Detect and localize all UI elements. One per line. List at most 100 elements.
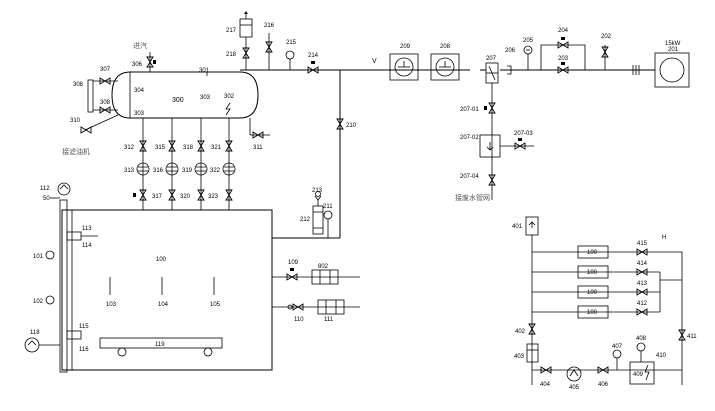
heater-100-b — [577, 265, 609, 279]
label-113: 113 — [82, 226, 92, 232]
label-204: 204 — [558, 28, 569, 34]
label-103: 103 — [106, 302, 117, 308]
label-213: 213 — [312, 188, 323, 194]
label-403: 403 — [514, 354, 525, 360]
label-405: 405 — [569, 385, 580, 391]
pressure-gauge-215 — [285, 50, 295, 60]
label-320: 320 — [180, 194, 191, 200]
component-102 — [45, 295, 55, 305]
label-15kw: 15kW — [665, 41, 681, 47]
label-404: 404 — [540, 382, 551, 388]
pump-313 — [136, 162, 150, 176]
cart-119 — [99, 337, 223, 349]
label-308-left: 308 — [73, 82, 84, 88]
gauge-211 — [323, 210, 333, 220]
label-323: 323 — [208, 194, 219, 200]
note-steam-in: 进汽 — [133, 41, 147, 50]
motor-112 — [57, 182, 71, 196]
label-410: 410 — [656, 353, 667, 359]
label-310: 310 — [70, 118, 81, 124]
main-line — [240, 69, 655, 239]
label-411: 411 — [687, 334, 697, 340]
label-100-d: 100 — [587, 310, 598, 316]
component-113 — [66, 231, 82, 241]
label-101: 101 — [33, 254, 44, 260]
label-210: 210 — [346, 123, 357, 129]
valve-310[interactable] — [80, 126, 92, 134]
label-409: 409 — [633, 372, 644, 378]
label-100-c: 100 — [587, 290, 598, 296]
label-302: 302 — [224, 94, 235, 100]
label-316: 316 — [153, 168, 164, 174]
label-114: 114 — [82, 243, 92, 249]
label-105: 105 — [210, 302, 221, 308]
component-308-block — [87, 79, 94, 113]
label-50: 50 — [43, 196, 50, 202]
label-102: 102 — [33, 299, 44, 305]
label-322: 322 — [210, 168, 221, 174]
label-303-mid: 303 — [200, 95, 211, 101]
heater-100-a — [577, 245, 609, 259]
label-307: 307 — [100, 67, 111, 73]
label-318: 318 — [183, 145, 194, 151]
label-206: 206 — [505, 48, 516, 54]
label-203: 203 — [558, 56, 569, 62]
label-104: 104 — [158, 302, 169, 308]
component-101 — [45, 250, 55, 260]
label-214: 214 — [308, 53, 319, 59]
label-401: 401 — [512, 224, 523, 230]
label-208: 208 — [440, 44, 451, 50]
component-217 — [239, 11, 253, 38]
vessel-300 — [111, 71, 259, 119]
label-414: 414 — [637, 261, 648, 267]
heater-100-c — [577, 285, 609, 299]
label-209: 209 — [400, 44, 411, 50]
label-319: 319 — [182, 168, 193, 174]
motor-118 — [24, 337, 40, 353]
label-111: 111 — [324, 317, 334, 323]
label-211: 211 — [323, 204, 333, 210]
label-216: 216 — [264, 23, 275, 29]
label-212: 212 — [300, 217, 311, 223]
label-321: 321 — [211, 145, 222, 151]
tank-door-frame — [59, 199, 68, 373]
heater-409 — [629, 361, 655, 385]
gauge-408 — [636, 342, 646, 352]
label-413: 413 — [637, 281, 648, 287]
label-118: 118 — [30, 330, 40, 336]
pump-316 — [165, 162, 179, 176]
label-312: 312 — [124, 145, 135, 151]
component-212 — [312, 205, 324, 235]
label-202: 202 — [601, 34, 612, 40]
label-119: 119 — [155, 342, 165, 348]
label-207-03: 207-03 — [514, 131, 533, 137]
label-109: 109 — [288, 260, 299, 266]
label-303-left: 303 — [134, 111, 145, 117]
label-315: 315 — [155, 145, 166, 151]
label-308-right: 308 — [100, 100, 111, 106]
component-207 — [485, 62, 499, 84]
note-h: H — [662, 235, 666, 241]
pump-319 — [194, 162, 208, 176]
heater-icon — [225, 102, 231, 116]
label-304: 304 — [134, 88, 145, 94]
label-402: 402 — [515, 329, 526, 335]
label-407: 407 — [612, 344, 623, 350]
tank-100 — [61, 209, 273, 371]
component-209 — [389, 53, 419, 81]
label-207: 207 — [486, 56, 497, 62]
label-112: 112 — [40, 186, 50, 192]
label-412: 412 — [637, 301, 648, 307]
label-802: 802 — [318, 264, 329, 270]
component-403 — [526, 343, 539, 363]
label-215: 215 — [286, 40, 297, 46]
label-110: 110 — [294, 317, 304, 323]
label-v: V — [372, 58, 377, 65]
note-drain: 接废水管网 — [455, 193, 490, 202]
component-201 — [654, 52, 690, 88]
label-100: 100 — [156, 257, 167, 263]
label-201: 201 — [668, 47, 679, 53]
pump-322 — [222, 162, 236, 176]
pump-405 — [566, 366, 582, 382]
